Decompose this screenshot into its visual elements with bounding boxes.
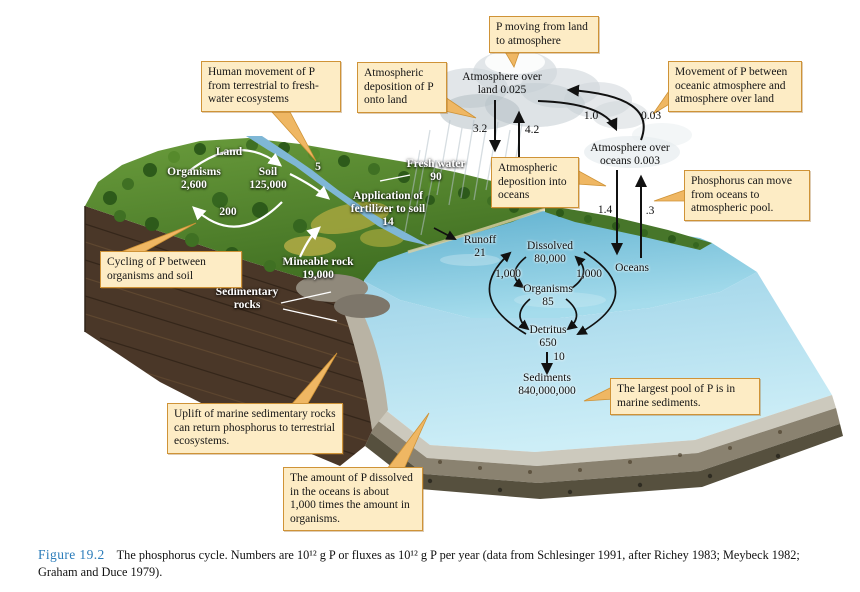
flux-land-deposition: 3.2 [472, 123, 488, 135]
label-sedimentary-rocks: Sedimentary rocks [215, 286, 279, 311]
sediment-layers [365, 395, 843, 499]
flux-organisms-to-dissolved: 1,000 [576, 268, 602, 280]
flux-land-to-freshwater: 5 [315, 161, 321, 173]
callout-cycling-organisms-soil: Cycling of P between organisms and soil [100, 251, 242, 288]
river [246, 136, 430, 246]
callout-oceans-to-atmosphere: Phosphorus can move from oceans to atmos… [684, 170, 810, 221]
label-fertilizer-application: Application of fertilizer to soil 14 [350, 190, 426, 228]
landscape-illustration [84, 49, 843, 499]
arrow-dissolved-to-organisms [513, 256, 527, 289]
arrow-organisms-to-dissolved [571, 255, 586, 289]
arrow-rock-to-fertilizer [298, 226, 321, 258]
callout-atm-deposition-land: Atmospheric deposition of P onto land [357, 62, 447, 113]
flux-soil-to-organisms: 200 [219, 206, 237, 218]
mineable-rock-outcrop [296, 274, 368, 302]
sedimentary-pointer-line-1 [280, 291, 332, 304]
arrow-runoff [433, 227, 457, 240]
callout-pointers [117, 49, 689, 470]
callout-largest-pool: The largest pool of P is in marine sedim… [610, 378, 760, 415]
figure-number: Figure 19.2 [38, 547, 105, 562]
callout-atm-deposition-oceans: Atmospheric deposition into oceans [491, 157, 579, 208]
flux-atm-ocean-to-land: 0.03 [640, 110, 662, 122]
flux-dissolved-to-organisms: 1,000 [495, 268, 521, 280]
callout-amount-dissolved: The amount of P dissolved in the oceans … [283, 467, 423, 531]
flux-ocean-to-atmosphere: .3 [645, 205, 655, 217]
arrow-atm-ocean-to-land [566, 84, 645, 141]
sedimentary-pointer-line-2 [282, 308, 338, 322]
arrow-detritus-to-dissolved [488, 251, 527, 335]
flux-land-to-atmosphere: 4.2 [524, 124, 540, 136]
clouds [432, 50, 692, 168]
land-cycle-arrows [187, 148, 411, 322]
callout-p-moving: P moving from land to atmosphere [489, 16, 599, 53]
arrow-organisms-to-soil [187, 148, 283, 173]
beach-line [407, 206, 549, 254]
figure-caption-text: The phosphorus cycle. Numbers are 10¹² g… [38, 548, 800, 579]
arrow-dissolved-to-detritus [576, 251, 617, 335]
flux-detritus-to-sediments: 10 [553, 351, 565, 363]
arrow-organisms-to-detritus-left [518, 298, 531, 331]
freshwater-pointer-line [379, 174, 411, 182]
flux-ocean-deposition: 1.4 [597, 204, 613, 216]
arrow-organisms-to-detritus-right [565, 298, 578, 331]
arrow-soil-to-organisms [192, 201, 283, 228]
arrow-land-to-freshwater [289, 173, 331, 200]
callout-uplift: Uplift of marine sedimentary rocks can r… [167, 403, 343, 454]
flux-atm-land-to-ocean: 1.0 [583, 110, 599, 122]
ocean-cycle-arrows [433, 227, 617, 376]
arrow-atm-land-to-ocean [537, 100, 618, 132]
atmosphere-flux-arrows [489, 84, 647, 258]
uplifted-sediment-band [336, 290, 388, 430]
label-land: Land [215, 146, 243, 158]
callout-human-movement: Human movement of P from terrestrial to … [201, 61, 341, 112]
label-oceans: Oceans [615, 262, 649, 274]
callout-movement-between-atmospheres: Movement of P between oceanic atmosphere… [668, 61, 802, 112]
